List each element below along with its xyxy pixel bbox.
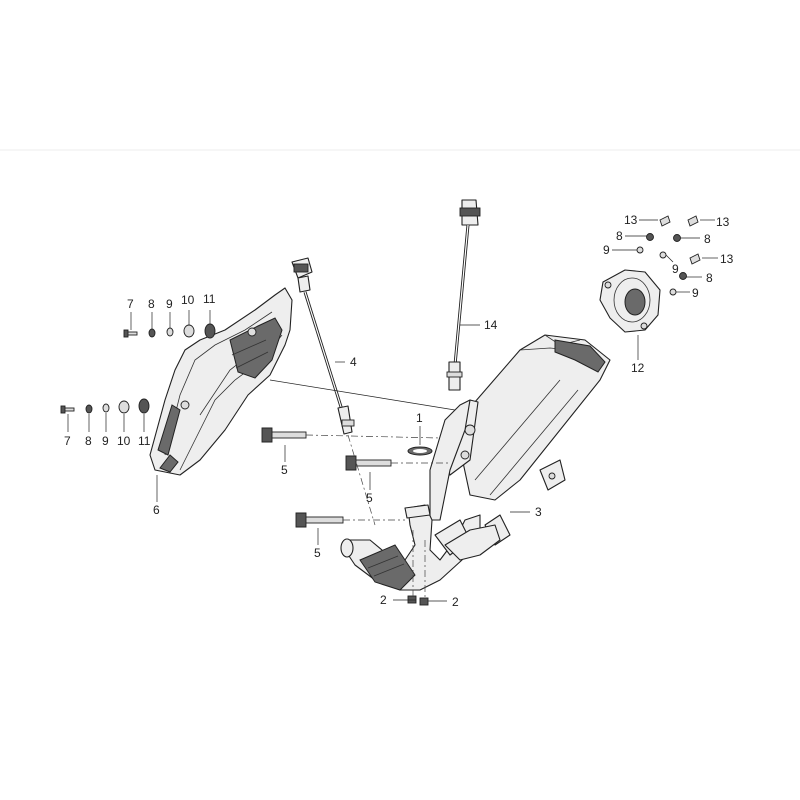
alignment-line-sensor	[347, 434, 376, 526]
callout-5-upper: 5	[281, 463, 288, 477]
callout-10-upper: 10	[181, 293, 195, 307]
nut-left	[407, 595, 417, 604]
muffler	[429, 334, 611, 546]
callout-8-upper-left: 8	[148, 297, 155, 311]
hardware-end-cap	[636, 215, 701, 296]
callout-1: 1	[416, 411, 423, 425]
callout-3: 3	[535, 505, 542, 519]
oxygen-sensor-front	[291, 257, 355, 435]
callout-6: 6	[153, 503, 160, 517]
oxygen-sensor-rear	[446, 199, 481, 391]
alignment-line-upper	[305, 434, 441, 439]
shield-mount-line	[269, 379, 456, 411]
end-cap	[599, 269, 661, 333]
nut-right	[419, 597, 429, 606]
callout-9-end-cap-middle: 9	[672, 262, 679, 276]
hardware-stack-upper	[123, 323, 216, 339]
callout-11-lower: 11	[138, 434, 151, 448]
callout-8-end-cap-right: 8	[704, 232, 711, 246]
callout-12: 12	[631, 361, 645, 375]
callout-13-right: 13	[716, 215, 730, 229]
leader-lines	[67, 219, 718, 602]
hardware-stack-lower	[60, 398, 150, 414]
heat-shield	[149, 287, 293, 476]
callout-9-lower-left: 9	[102, 434, 109, 448]
callout-5-middle: 5	[366, 491, 373, 505]
callout-9-end-cap-lower: 9	[692, 286, 699, 300]
callout-14: 14	[484, 318, 498, 332]
callout-7-upper: 7	[127, 297, 134, 311]
callout-10-lower: 10	[117, 434, 131, 448]
callout-4: 4	[350, 355, 357, 369]
callout-9-upper-left: 9	[166, 297, 173, 311]
callout-7-lower: 7	[64, 434, 71, 448]
callout-8-end-cap-lower: 8	[706, 271, 713, 285]
callout-2-right: 2	[452, 595, 459, 609]
callout-5-lower: 5	[314, 546, 321, 560]
callout-13-lower: 13	[720, 252, 734, 266]
callout-2-left: 2	[380, 593, 387, 607]
callout-8-end-cap-left: 8	[616, 229, 623, 243]
callout-11-upper: 11	[203, 292, 216, 306]
callout-labels: 1 2 2 3 4 5 5 5 6 7 7 8 8 8 8 8 9 9 9 9 …	[64, 213, 734, 609]
bolt-upper	[261, 427, 307, 443]
callout-9-end-cap-left: 9	[603, 243, 610, 257]
bolt-lower	[295, 512, 344, 528]
bolt-middle	[345, 455, 392, 471]
callout-13-left: 13	[624, 213, 638, 227]
callout-8-lower-left: 8	[85, 434, 92, 448]
gasket	[407, 446, 433, 456]
exhaust-header	[340, 504, 501, 591]
